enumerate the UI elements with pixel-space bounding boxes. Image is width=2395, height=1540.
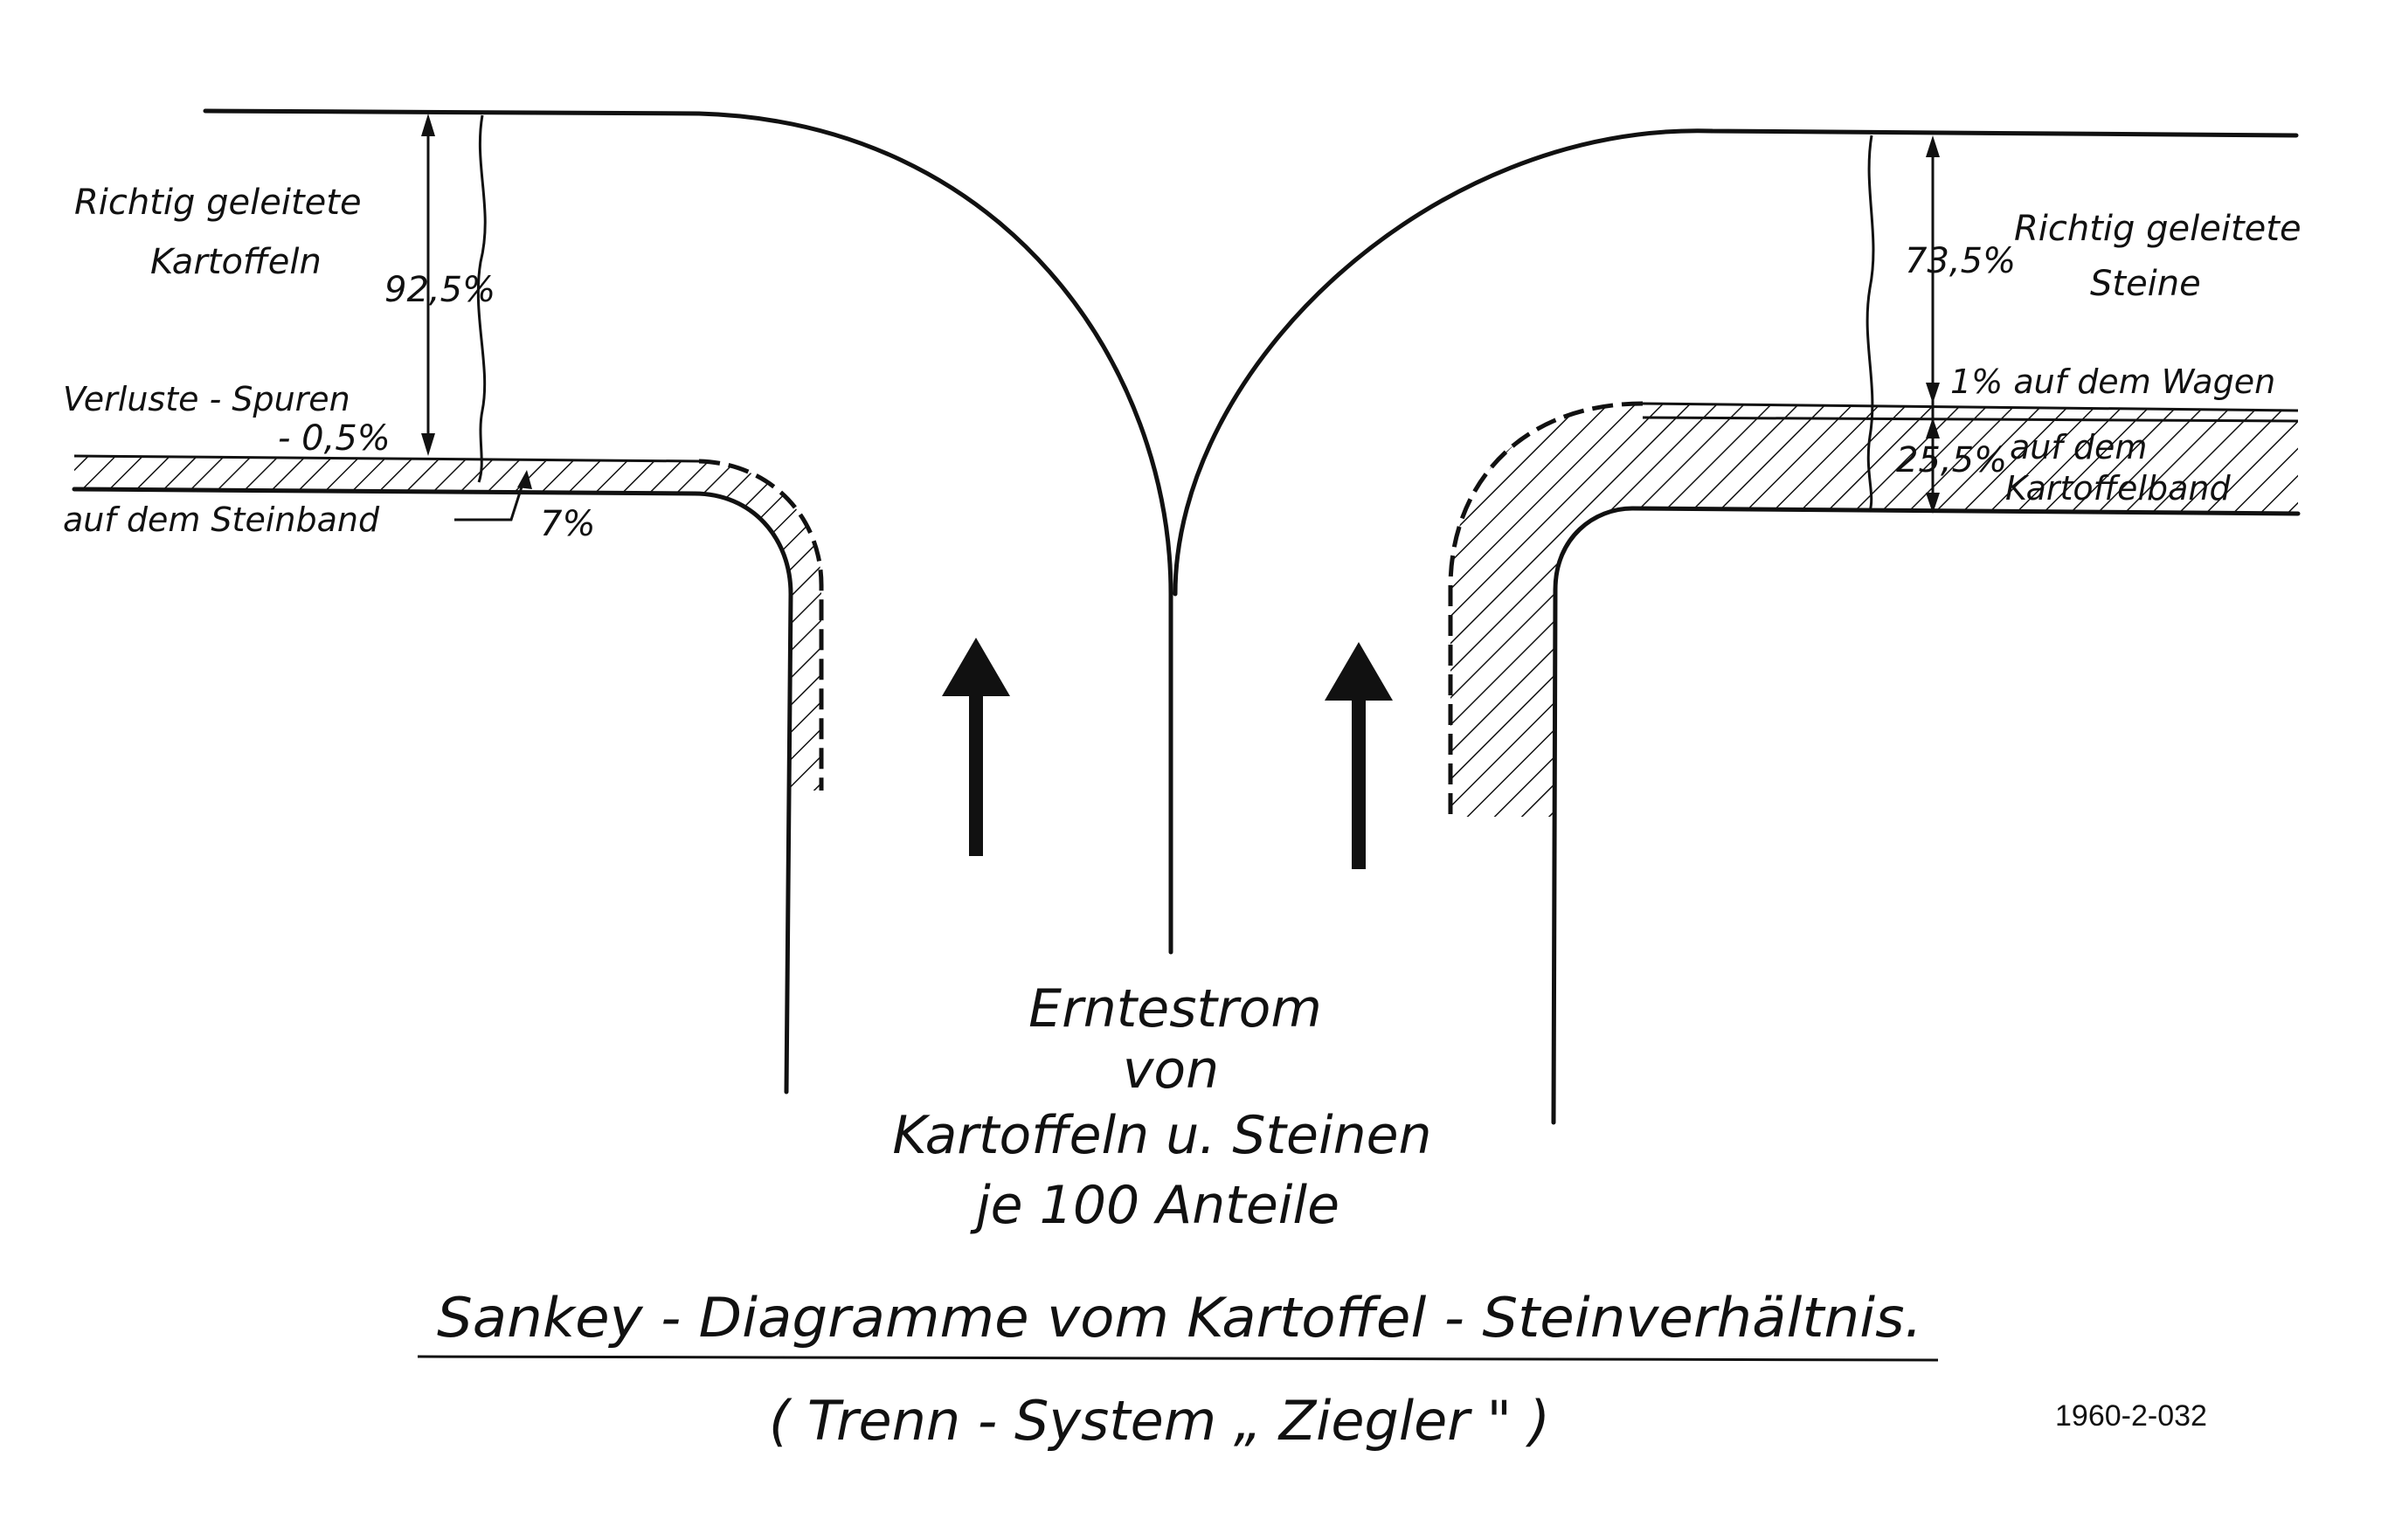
right-break-mark — [1865, 135, 1875, 512]
flow-direction-arrows — [942, 638, 1393, 869]
left-loss-label: Verluste - Spuren — [63, 380, 350, 418]
center-line2: von — [1123, 1039, 1219, 1101]
right-channel-wall — [1551, 506, 2301, 1125]
right-belt-label-line1: auf dem — [2010, 428, 2147, 466]
diagram-title: Sankey - Diagramme vom Kartoffel - Stein… — [437, 1286, 1922, 1350]
diagram-subtitle: ( Trenn - System „ Ziegler " ) — [769, 1389, 1550, 1453]
left-belt-dashed-edge — [698, 459, 824, 791]
right-percent-arrow — [1926, 135, 1940, 514]
right-belt-top-line — [1642, 402, 2299, 412]
title-underline — [417, 1355, 1939, 1362]
left-top-boundary-line — [203, 108, 1173, 955]
right-up-arrow — [1325, 642, 1393, 869]
archive-id: 1960-2-032 — [2055, 1399, 2207, 1433]
left-break-mark — [476, 114, 487, 483]
left-7-percent-arrow — [454, 478, 526, 521]
right-belt-label-line2: Kartoffelband — [2005, 469, 2231, 508]
right-wagon-line — [1642, 416, 2299, 423]
right-wagon-label: 1% auf dem Wagen — [1950, 363, 2275, 401]
left-channel-wall — [72, 487, 793, 1095]
right-flow: Richtig geleitete Steine 73,5% 1% auf de… — [1173, 128, 2302, 1125]
center-line1: Erntestrom — [1028, 978, 1322, 1039]
right-belt-dashed-edge — [1448, 401, 1644, 817]
right-main-percent: 73,5% — [1905, 241, 2016, 281]
left-flow: Richtig geleitete Kartoffeln 92,5% Verlu… — [63, 108, 1173, 1095]
right-main-label-line1: Richtig geleitete — [2014, 209, 2302, 249]
left-up-arrow — [942, 638, 1010, 856]
left-loss-percent: - 0,5% — [278, 418, 391, 459]
right-hatched-potato-belt — [1450, 404, 2298, 817]
left-belt-top-line — [73, 454, 700, 463]
right-top-boundary-line — [1173, 128, 2299, 597]
left-main-percent: 92,5% — [384, 270, 495, 310]
left-belt-label: auf dem Steinband — [63, 501, 380, 539]
left-belt-percent: 7% — [540, 504, 595, 544]
left-main-label-line2: Kartoffeln — [150, 242, 322, 282]
center-line3: Kartoffeln u. Steinen — [892, 1105, 1431, 1166]
left-percent-arrow — [421, 114, 435, 456]
left-main-label-line1: Richtig geleitete — [74, 183, 362, 223]
center-line4: je 100 Anteile — [970, 1175, 1339, 1236]
right-main-label-line2: Steine — [2090, 264, 2201, 304]
center-caption: Erntestrom von Kartoffeln u. Steinen je … — [892, 978, 1431, 1236]
right-belt-percent: 25,5% — [1896, 440, 2007, 480]
